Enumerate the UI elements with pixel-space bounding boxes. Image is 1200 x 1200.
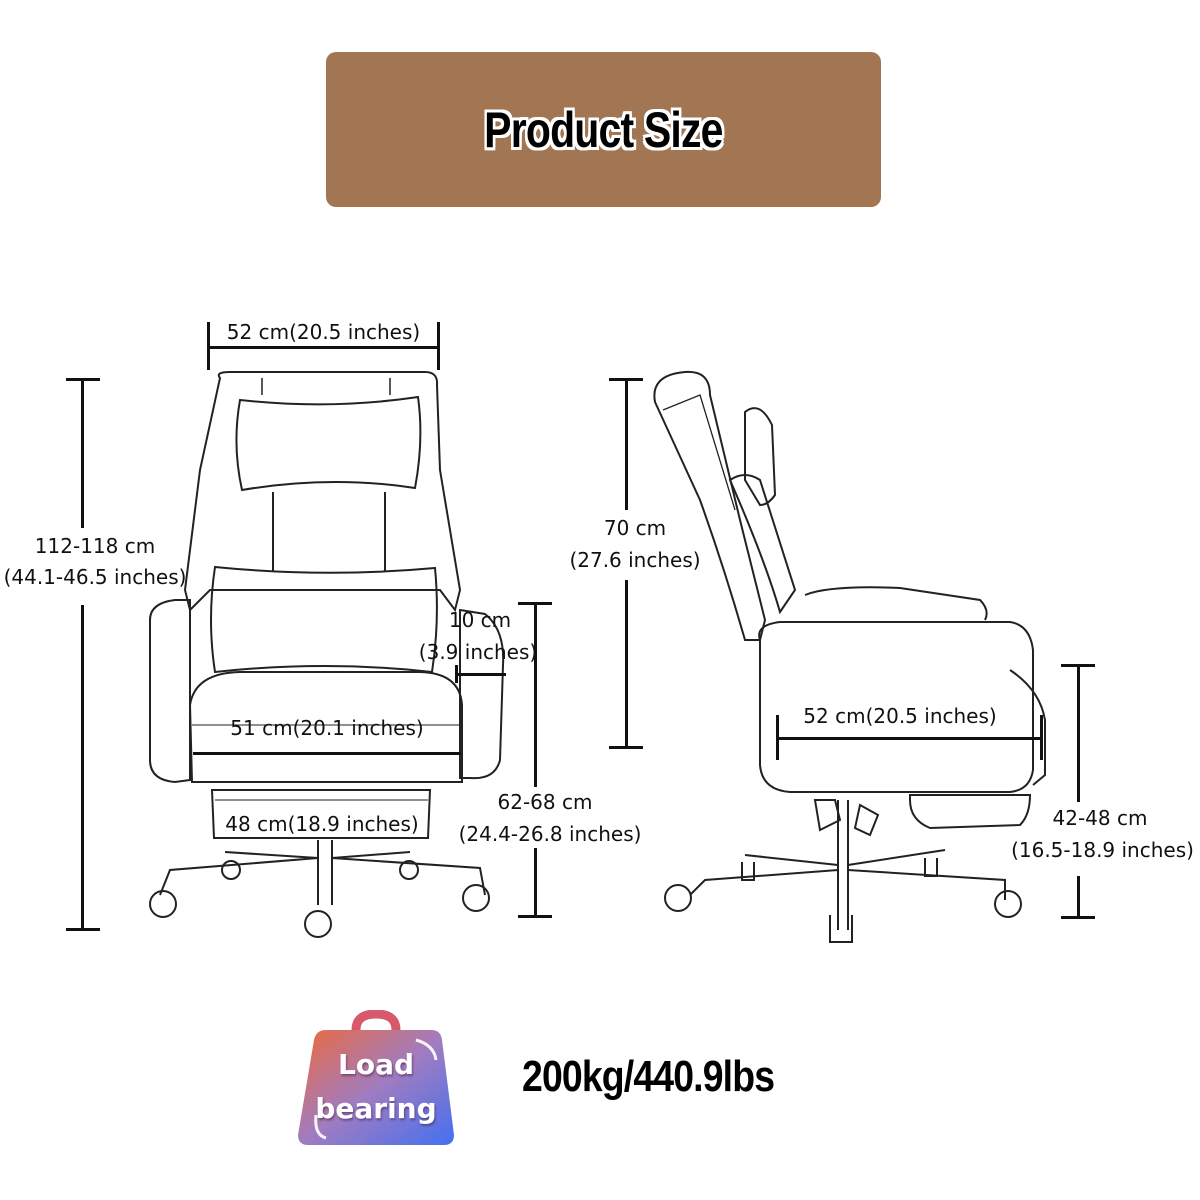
shopping-bag-icon <box>298 1009 454 1145</box>
armrest-height-cm: 10 cm <box>448 608 512 632</box>
load-capacity-value: 200kg/440.9lbs <box>522 1052 775 1101</box>
side-view-chair-illustration <box>653 370 1046 943</box>
footrest-width-label: 48 cm(18.9 inches) <box>225 812 419 836</box>
seat-height-line-bottom <box>1077 876 1080 918</box>
backrest-line-top <box>625 378 628 510</box>
top-width-line <box>208 346 439 349</box>
seat-height-inches: (16.5-18.9 inches) <box>1011 838 1194 862</box>
backrest-height-cm: 70 cm <box>603 516 667 540</box>
arm-floor-line-bottom <box>534 848 537 916</box>
armrest-width-line <box>456 673 506 676</box>
total-height-bottom-cap <box>66 928 100 931</box>
seat-height-bottom-cap <box>1061 916 1095 919</box>
seat-depth-marker-right <box>1040 715 1043 760</box>
seat-width-label: 51 cm(20.1 inches) <box>230 716 424 740</box>
badge-line-load: Load <box>337 1048 414 1081</box>
arm-floor-bottom-cap <box>518 915 552 918</box>
seat-depth-label: 52 cm(20.5 inches) <box>803 704 997 728</box>
seat-height-cm: 42-48 cm <box>1052 806 1148 830</box>
backrest-height-inches: (27.6 inches) <box>569 548 701 572</box>
top-width-label: 52 cm(20.5 inches) <box>226 320 421 344</box>
arm-floor-cm: 62-68 cm <box>497 790 593 814</box>
front-view-chair-illustration <box>149 371 505 938</box>
seat-height-line-top <box>1077 664 1080 802</box>
backrest-line-bottom <box>625 580 628 748</box>
page-title: Product Size <box>484 101 723 158</box>
arm-floor-inches: (24.4-26.8 inches) <box>458 822 642 846</box>
badge-line-bearing: bearing <box>315 1092 437 1125</box>
total-height-inches: (44.1-46.5 inches) <box>3 565 187 589</box>
total-height-cm: 112-118 cm <box>34 534 156 558</box>
total-height-line-bottom <box>81 605 84 930</box>
backrest-bottom-cap <box>609 746 643 749</box>
title-banner: Product Size <box>326 52 881 207</box>
total-height-line-top <box>81 378 84 528</box>
arm-floor-line-top <box>534 602 537 787</box>
armrest-height-inches: (3.9 inches) <box>418 640 538 664</box>
seat-width-line <box>193 752 461 755</box>
seat-depth-line <box>777 737 1041 740</box>
load-bearing-badge: Load bearing <box>296 1009 456 1148</box>
